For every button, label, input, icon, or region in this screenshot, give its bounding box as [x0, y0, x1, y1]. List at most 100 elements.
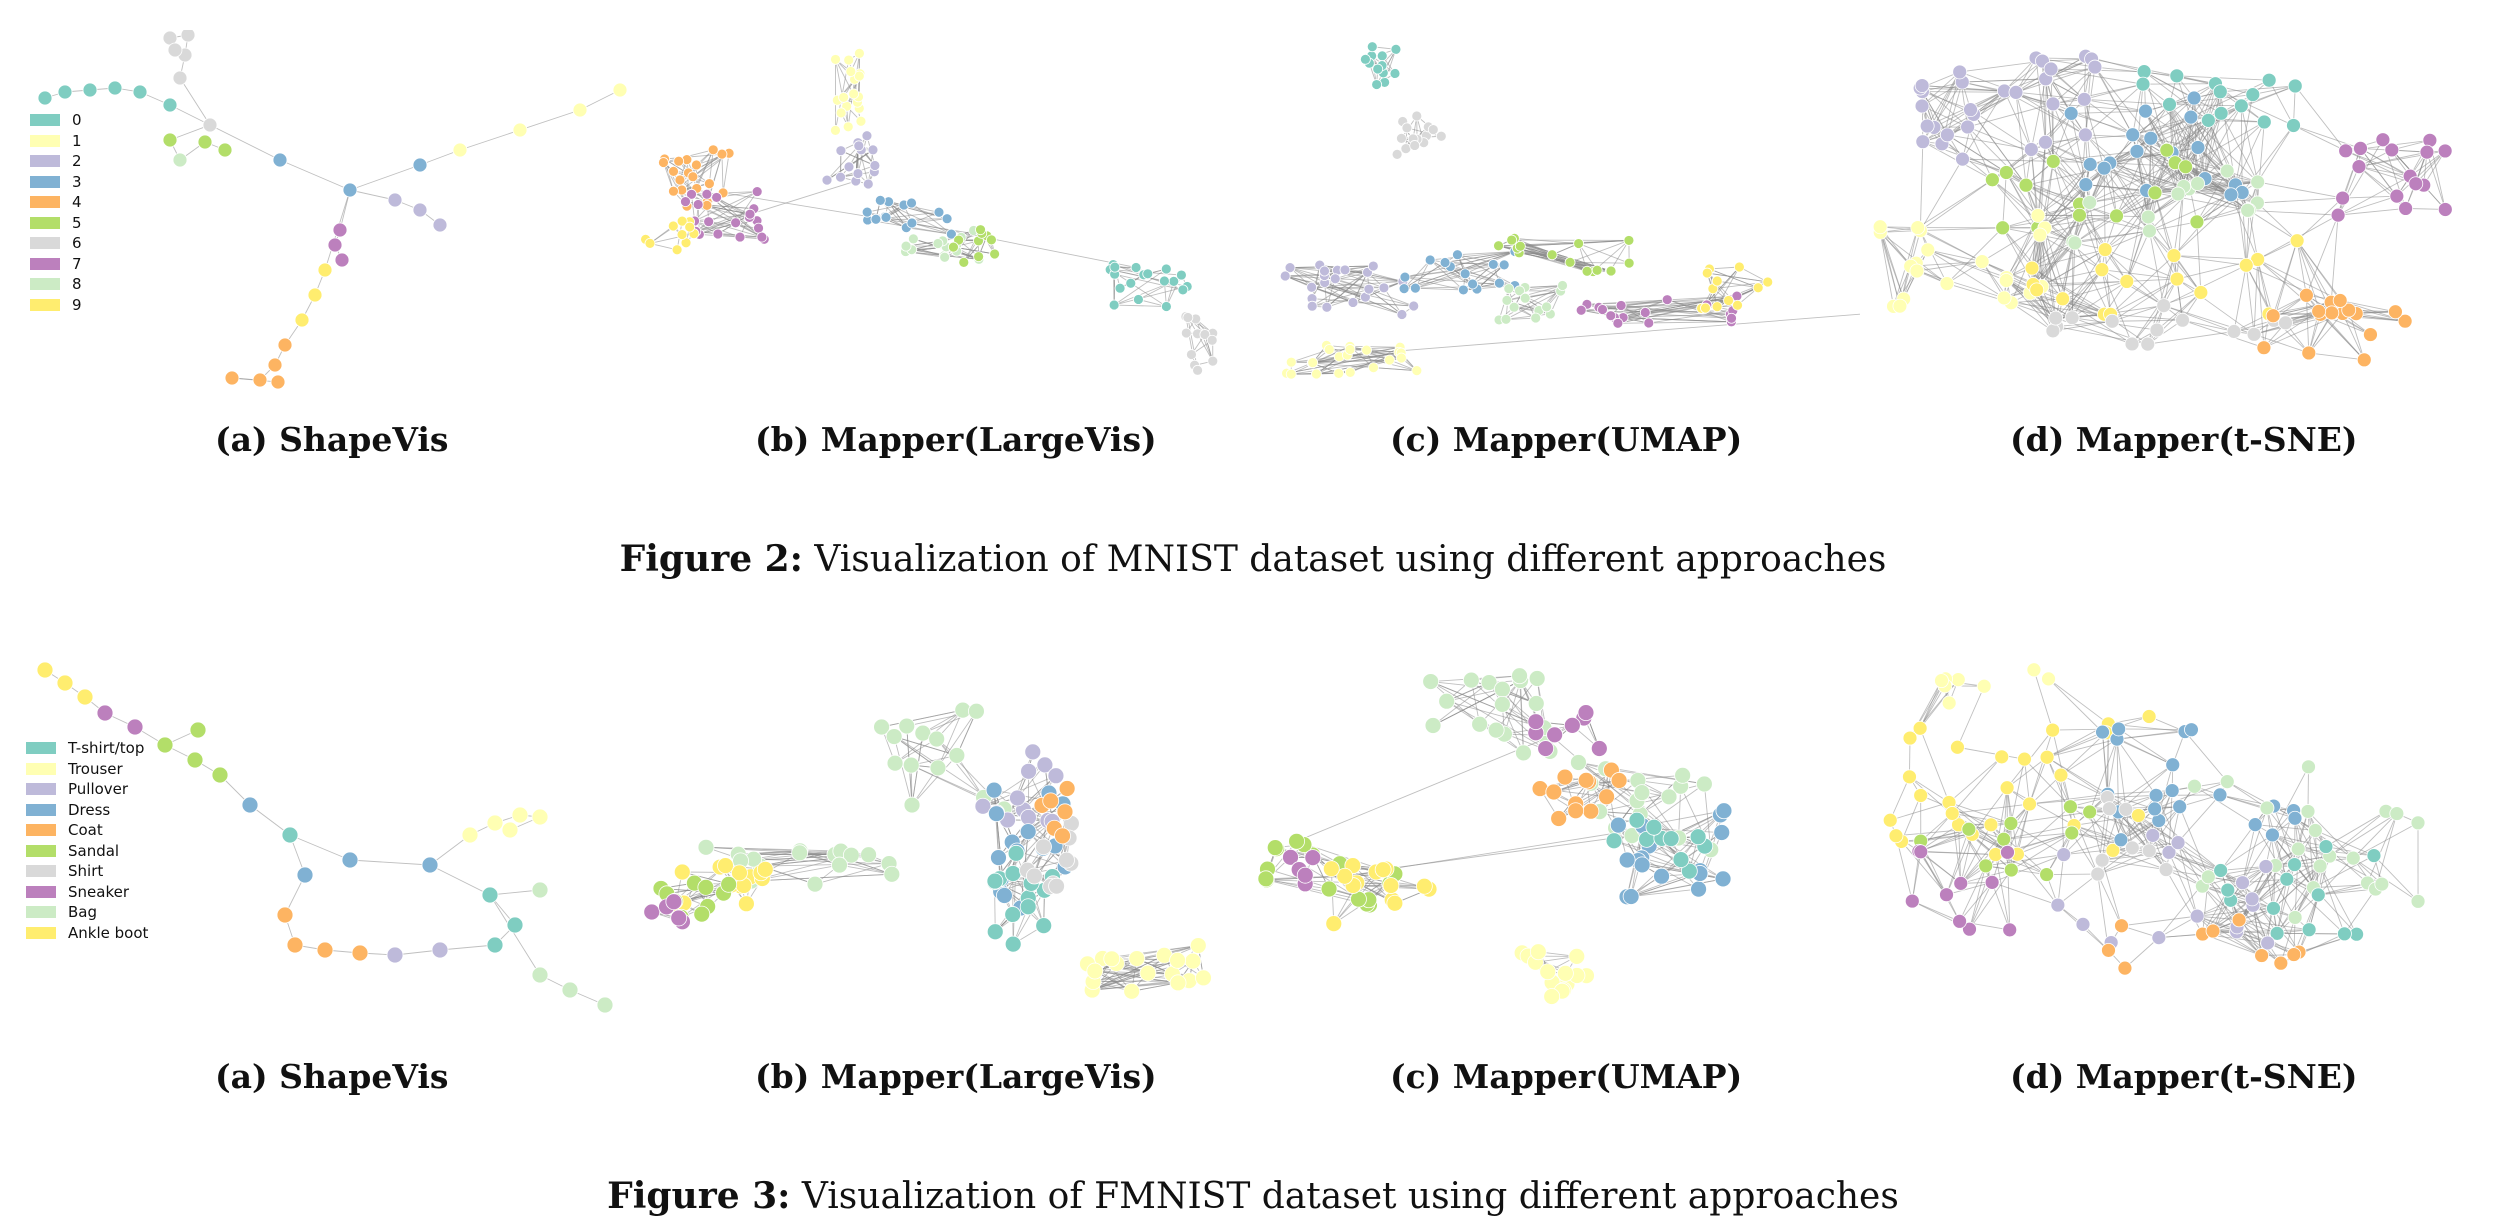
graph-node [2260, 935, 2276, 951]
graph-node [2030, 208, 2046, 223]
graph-edge [893, 736, 913, 806]
graph-node [1319, 265, 1330, 277]
graph-node [2389, 188, 2405, 204]
fig3-graph-d [1882, 662, 2426, 976]
graph-edge [2025, 184, 2080, 205]
graph-edge [2238, 919, 2282, 964]
graph-node [1169, 974, 1187, 992]
graph-edge [1927, 249, 2007, 278]
legend-swatch [26, 803, 56, 816]
graph-edge [2319, 865, 2345, 934]
graph-node [180, 30, 196, 43]
graph-node [2310, 887, 2326, 903]
legend-swatch [26, 844, 56, 857]
graph-edge [2233, 265, 2247, 332]
graph-node [1920, 242, 1936, 258]
graph-node [1994, 749, 2010, 765]
graph-node [1177, 284, 1189, 296]
graph-node [1371, 79, 1383, 90]
graph-node [1732, 299, 1743, 311]
graph-node [861, 130, 873, 142]
graph-edge [760, 863, 890, 867]
legend-item: 3 [30, 172, 82, 193]
graph-node [1422, 673, 1440, 690]
graph-node [596, 996, 614, 1014]
graph-node [2118, 801, 2134, 817]
graph-node [835, 145, 847, 157]
graph-node [1519, 292, 1531, 304]
graph-edge [1291, 345, 1351, 375]
graph-node [1288, 832, 1305, 850]
graph-edge [1927, 249, 2007, 281]
graph-edge [1578, 239, 1629, 244]
graph-edge [2286, 878, 2345, 935]
graph-node [883, 865, 901, 883]
legend-swatch [30, 237, 60, 250]
graph-node [686, 188, 697, 200]
graph-node [1109, 261, 1121, 273]
graph-edge [1967, 126, 2054, 162]
graph-edge [906, 227, 952, 235]
graph-edge [1265, 878, 1359, 900]
graph-node [996, 887, 1013, 904]
graph-node [2184, 722, 2199, 738]
graph-edge [1952, 812, 2012, 824]
graph-edge [349, 859, 431, 866]
graph-node [928, 730, 946, 748]
graph-edge [2031, 149, 2090, 203]
graph-node [1530, 312, 1542, 324]
graph-node [1695, 775, 1713, 793]
graph-node [2003, 815, 2019, 831]
graph-node [512, 122, 528, 138]
graph-node [676, 229, 688, 240]
graph-node [561, 981, 579, 999]
graph-node [126, 718, 144, 736]
graph-node [1575, 304, 1587, 316]
graph-node [1503, 283, 1515, 295]
graph-node [1285, 356, 1297, 368]
graph-edge [1012, 890, 1045, 945]
graph-node [1531, 780, 1549, 797]
graph-edge [169, 104, 211, 126]
graph-edge [1927, 249, 1983, 262]
graph-node [1952, 913, 1967, 929]
graph-edge [2185, 83, 2216, 167]
graph-node [2078, 127, 2093, 143]
graph-edge [2039, 234, 2103, 271]
graph-edge [2104, 249, 2165, 306]
graph-edge [1957, 686, 1985, 748]
fig2-subcaption-c: (c) Mapper(UMAP) [1390, 420, 1743, 459]
graph-edge [2102, 850, 2150, 861]
graph-edge [2373, 855, 2419, 902]
graph-node [2119, 274, 2135, 289]
graph-node [2050, 897, 2066, 913]
graph-node [1514, 240, 1526, 252]
graph-node [1389, 68, 1401, 79]
graph-edge [1946, 829, 1970, 895]
graph-edge [279, 159, 351, 191]
graph-node [2145, 827, 2161, 843]
graph-edge [2104, 216, 2149, 250]
graph-edge [2337, 195, 2397, 216]
graph-edge [2116, 739, 2119, 812]
graph-edge [1505, 313, 1551, 320]
graph-node [674, 174, 686, 186]
graph-edge [1991, 854, 2064, 883]
graph-node [2095, 724, 2110, 740]
graph-node [1605, 265, 1617, 277]
graph-edge [1290, 267, 1325, 272]
graph-edge [1349, 345, 1401, 348]
graph-edge [2069, 806, 2099, 875]
graph-edge [2150, 138, 2156, 193]
graph-edge [894, 736, 957, 756]
graph-node [2169, 271, 2185, 287]
graph-node [665, 893, 683, 911]
graph-edge [2063, 808, 2110, 855]
graph-edge [2131, 278, 2178, 345]
graph-node [1545, 783, 1563, 801]
graph-node [1199, 329, 1211, 340]
legend-item: Ankle boot [26, 923, 148, 944]
graph-node [1598, 788, 1615, 806]
graph-node [2256, 340, 2272, 356]
graph-edge [2052, 83, 2144, 105]
